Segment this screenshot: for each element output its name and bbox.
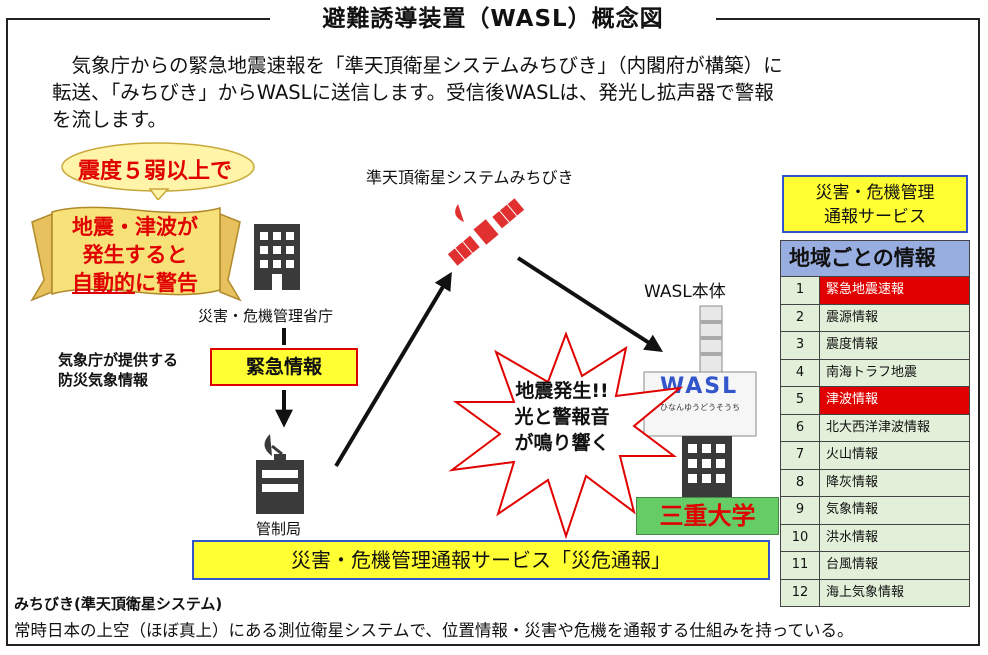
row-number: 4 — [781, 359, 820, 386]
scroll-underlined: 自動的 — [72, 271, 135, 295]
row-number: 5 — [781, 387, 820, 414]
table-row: 9 気象情報 — [781, 497, 969, 525]
intro-text: 気象庁からの緊急地震速報を「準天頂衛星システムみちびき」（内閣府が構築）に 転送… — [52, 52, 952, 133]
burst-line: 光と警報音 — [514, 406, 610, 428]
warning-scroll-text: 地震・津波が 発生すると 自動的に警告 — [55, 213, 215, 297]
intro-line: 気象庁からの緊急地震速報を「準天頂衛星システムみちびき」（内閣府が構築）に — [52, 54, 783, 77]
footnote-term: みちびき(準天頂衛星システム) — [14, 595, 223, 613]
wasl-body-label: WASL本体 — [644, 282, 726, 302]
row-name: 震源情報 — [826, 309, 879, 325]
row-number: 3 — [781, 332, 820, 359]
row-name: 震度情報 — [826, 337, 879, 352]
row-name: 気象情報 — [826, 502, 879, 517]
scroll-line: 地震・津波が — [72, 215, 198, 239]
row-number: 10 — [781, 524, 820, 551]
row-name: 洪水情報 — [826, 529, 879, 545]
right-service-box: 災害・危機管理 通報サービス — [782, 175, 968, 233]
wasl-device-sub: ひなんゆうどうそうち — [660, 403, 740, 412]
university-label: 三重大学 — [636, 497, 779, 535]
table-row: 4 南海トラフ地震 — [781, 359, 969, 387]
row-number: 9 — [781, 497, 820, 524]
urgent-info-box: 緊急情報 — [210, 348, 358, 386]
table-row: 11 台風情報 — [781, 552, 969, 580]
diagram-title: 避難誘導装置（WASL）概念図 — [270, 4, 716, 34]
burst-line: が鳴り響く — [514, 432, 610, 454]
row-name: 北大西洋津波情報 — [826, 419, 931, 435]
satellite-dish-building-icon — [256, 434, 304, 514]
weather-info-line: 防災気象情報 — [58, 371, 149, 389]
table-row: 8 降灰情報 — [781, 469, 969, 497]
row-name: 台風情報 — [826, 557, 879, 572]
row-number: 1 — [781, 277, 820, 304]
row-number: 8 — [781, 469, 820, 496]
row-name: 降灰情報 — [826, 474, 879, 490]
service-banner: 災害・危機管理通報サービス「災危通報」 — [192, 540, 770, 580]
row-number: 7 — [781, 442, 820, 469]
burst-shape — [448, 331, 684, 540]
warning-bubble-shape — [61, 142, 255, 200]
intro-line: 転送、「みちびき」からWASLに送信します。受信後WASLは、発光し拡声器で警報 — [52, 81, 774, 104]
warning-scroll-shape — [30, 206, 242, 302]
table-row: 3 震度情報 — [781, 332, 969, 360]
satellite-label: 準天頂衛星システムみちびき — [366, 168, 574, 187]
row-name: 南海トラフ地震 — [826, 364, 918, 380]
footnote-definition: 常時日本の上空（ほぼ真上）にある測位衛星システムで、位置情報・災害や危機を通報す… — [14, 621, 854, 640]
row-name: 緊急地震速報 — [820, 277, 969, 304]
scroll-line: 自動的に警告 — [55, 269, 215, 297]
control-station-label: 管制局 — [256, 520, 302, 538]
wasl-device-icon — [643, 305, 757, 437]
building-icon — [682, 436, 732, 498]
table-row: 2 震源情報 — [781, 304, 969, 332]
scroll-line: 発生すると — [82, 243, 188, 267]
right-service-line: 通報サービス — [824, 207, 926, 227]
table-row: 10 洪水情報 — [781, 524, 969, 552]
table-row: 7 火山情報 — [781, 442, 969, 470]
row-name: 火山情報 — [826, 447, 879, 462]
weather-info-label: 気象庁が提供する 防災気象情報 — [58, 350, 178, 390]
table-row: 6 北大西洋津波情報 — [781, 414, 969, 442]
right-service-line: 災害・危機管理 — [815, 183, 935, 203]
building-icon — [254, 224, 300, 290]
burst-text: 地震発生!! 光と警報音 が鳴り響く — [502, 378, 622, 456]
row-name: 津波情報 — [820, 387, 969, 414]
ministry-label: 災害・危機管理省庁 — [198, 307, 334, 325]
region-table-header: 地域ごとの情報 — [781, 241, 969, 277]
scroll-rest: に警告 — [135, 271, 198, 295]
row-number: 2 — [781, 304, 820, 331]
row-number: 12 — [781, 579, 820, 606]
warning-bubble-text: 震度５弱以上で — [77, 159, 232, 184]
satellite-icon — [446, 196, 526, 268]
row-number: 11 — [781, 552, 820, 579]
table-row: 12 海上気象情報 — [781, 579, 969, 606]
row-name: 海上気象情報 — [826, 584, 905, 600]
weather-info-line: 気象庁が提供する — [58, 351, 179, 369]
burst-line: 地震発生!! — [515, 380, 609, 402]
intro-line: を流します。 — [52, 108, 168, 131]
row-number: 6 — [781, 414, 820, 441]
